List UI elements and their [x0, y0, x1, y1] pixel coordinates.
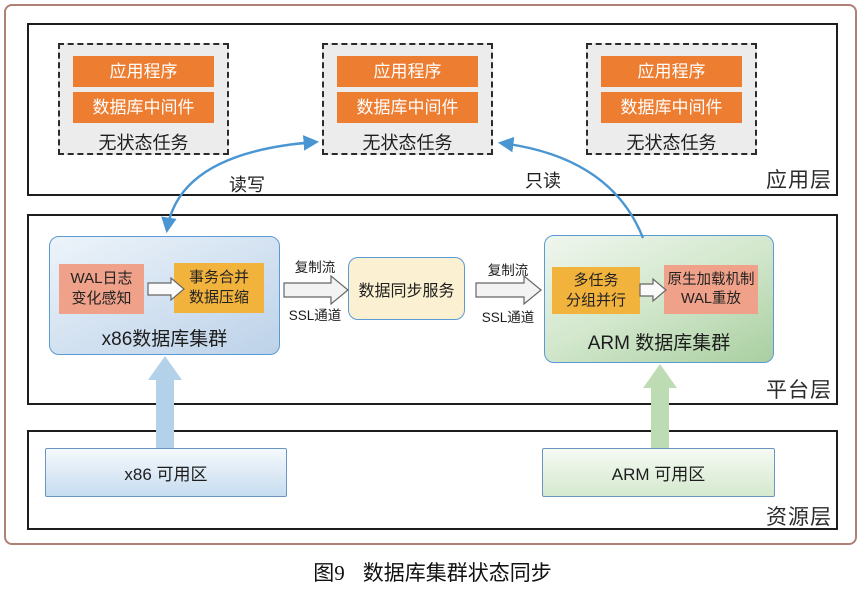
resource-layer-label: 资源层 [766, 506, 832, 529]
figure-frame [4, 4, 857, 545]
right-ssl-channel-label: SSL通道 [481, 310, 535, 325]
stateless-task-label: 无状态任务 [362, 133, 453, 153]
x86-cluster-title: x86数据库集群 [101, 329, 228, 350]
application-layer-label: 应用层 [766, 169, 832, 192]
figure-caption: 图9 数据库集群状态同步 [0, 557, 865, 587]
left-ssl-channel-label: SSL通道 [288, 308, 342, 323]
stateless-task-label: 无状态任务 [626, 133, 717, 153]
read-write-label: 读写 [229, 175, 265, 195]
text-line: WAL日志 [70, 270, 133, 287]
application-box: 应用程序 [601, 56, 742, 87]
txn-merge-compress-box: 事务合并 数据压缩 [174, 263, 264, 313]
platform-layer-label: 平台层 [766, 379, 832, 402]
arm-availability-zone-box: ARM 可用区 [542, 448, 775, 497]
application-box: 应用程序 [337, 56, 478, 87]
x86-db-cluster-box: WAL日志 变化感知 事务合并 数据压缩 x86数据库集群 [49, 236, 280, 355]
text-line: 多任务 [573, 271, 619, 289]
data-sync-service-box: 数据同步服务 [348, 257, 465, 320]
multitask-parallel-box: 多任务 分组并行 [552, 267, 640, 314]
stateless-group-1: 应用程序 数据库中间件 无状态任务 [58, 43, 229, 155]
native-load-wal-replay-box: 原生加载机制 WAL重放 [664, 265, 758, 314]
text-line: WAL重放 [681, 290, 741, 307]
text-line: 事务合并 [188, 269, 249, 286]
text-line: 分组并行 [565, 291, 626, 309]
wal-change-detect-box: WAL日志 变化感知 [59, 264, 144, 314]
text-line: 变化感知 [71, 290, 132, 307]
arm-db-cluster-box: 多任务 分组并行 原生加载机制 WAL重放 ARM 数据库集群 [544, 235, 774, 363]
db-middleware-box: 数据库中间件 [337, 92, 478, 123]
stateless-group-3: 应用程序 数据库中间件 无状态任务 [586, 43, 757, 155]
db-middleware-box: 数据库中间件 [601, 92, 742, 123]
left-replication-stream-label: 复制流 [294, 260, 336, 275]
figure-title: 数据库集群状态同步 [362, 561, 552, 585]
right-replication-stream-label: 复制流 [487, 263, 529, 278]
stateless-group-2: 应用程序 数据库中间件 无状态任务 [322, 43, 493, 155]
db-middleware-box: 数据库中间件 [73, 92, 214, 123]
text-line: 原生加载机制 [667, 271, 755, 288]
read-only-label: 只读 [525, 171, 561, 191]
figure-number: 图9 [313, 561, 345, 585]
text-line: 数据压缩 [188, 289, 249, 306]
stateless-task-label: 无状态任务 [98, 133, 189, 153]
x86-availability-zone-box: x86 可用区 [45, 448, 287, 497]
application-box: 应用程序 [73, 56, 214, 87]
arm-cluster-title: ARM 数据库集群 [587, 333, 731, 354]
